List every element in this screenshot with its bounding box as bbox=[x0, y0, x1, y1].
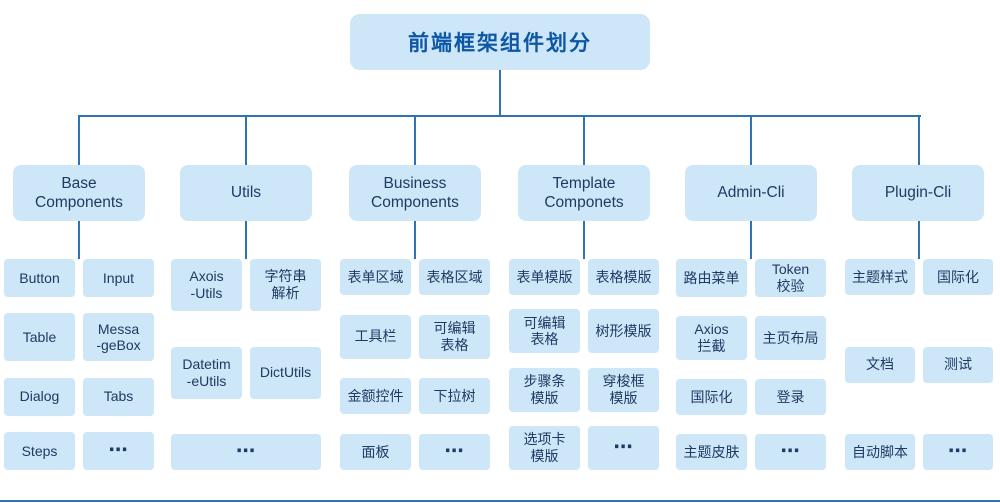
node-cell: Token 校验 bbox=[755, 259, 826, 297]
category-header-business-components: Business Components bbox=[349, 165, 481, 221]
category-header-base-components: Base Components bbox=[13, 165, 145, 221]
node-cell: 穿梭框 模版 bbox=[588, 367, 659, 412]
node-cell: 国际化 bbox=[923, 259, 993, 295]
node-cell: Axois -Utils bbox=[171, 259, 242, 311]
connector-stub-business bbox=[414, 221, 416, 259]
node-cell: 主题皮肤 bbox=[676, 434, 747, 470]
node-cell: Steps bbox=[4, 431, 75, 470]
node-cell: 面板 bbox=[340, 433, 411, 470]
category-header-admin-cli: Admin-Cli bbox=[685, 165, 817, 221]
node-cell: Dialog bbox=[4, 377, 75, 416]
node-cell: 步骤条 模版 bbox=[509, 367, 580, 412]
group-base-components: Button Input Table Messa -geBox Dialog T… bbox=[4, 259, 154, 470]
node-cell: 选项卡 模版 bbox=[509, 425, 580, 470]
node-cell: 登录 bbox=[755, 379, 826, 415]
ellipsis-cell: ⋯ bbox=[588, 425, 659, 470]
category-header-utils: Utils bbox=[180, 165, 312, 221]
connector-drop-template bbox=[583, 115, 585, 166]
node-cell: DictUtils bbox=[250, 346, 321, 399]
node-cell: Table bbox=[4, 313, 75, 362]
root-node-title: 前端框架组件划分 bbox=[350, 14, 650, 70]
category-header-template-componets: Template Componets bbox=[518, 165, 650, 221]
group-template-componets: 表单模版 表格模版 可编辑 表格 树形模版 步骤条 模版 穿梭框 模版 选项卡 … bbox=[509, 259, 659, 470]
node-cell: 路由菜单 bbox=[676, 259, 747, 297]
connector-rail bbox=[79, 115, 921, 117]
connector-stub-template bbox=[583, 221, 585, 259]
node-cell: 文档 bbox=[845, 346, 915, 383]
connector-stub-utils bbox=[245, 221, 247, 259]
connector-drop-admin bbox=[750, 115, 752, 166]
node-cell: 国际化 bbox=[676, 379, 747, 415]
connector-stub-base bbox=[78, 221, 80, 259]
connector-stub-admin bbox=[750, 221, 752, 259]
node-cell: 主题样式 bbox=[845, 259, 915, 295]
group-utils: Axois -Utils 字符串 解析 Datetim -eUtils Dict… bbox=[171, 259, 321, 470]
connector-root-stub bbox=[499, 70, 501, 116]
node-cell: 表单区域 bbox=[340, 259, 411, 295]
ellipsis-cell: ⋯ bbox=[755, 434, 826, 470]
node-cell: Input bbox=[83, 259, 154, 297]
node-cell: Messa -geBox bbox=[83, 313, 154, 362]
node-cell: 表格模版 bbox=[588, 259, 659, 295]
node-cell: 树形模版 bbox=[588, 309, 659, 354]
node-cell: 表格区域 bbox=[419, 259, 490, 295]
node-cell: 工具栏 bbox=[340, 314, 411, 359]
group-admin-cli: 路由菜单 Token 校验 Axios 拦截 主页布局 国际化 登录 主题皮肤 … bbox=[676, 259, 826, 470]
connector-drop-utils bbox=[245, 115, 247, 166]
connector-drop-base bbox=[78, 115, 80, 166]
node-cell: 金额控件 bbox=[340, 378, 411, 415]
group-business-components: 表单区域 表格区域 工具栏 可编辑 表格 金额控件 下拉树 面板 ⋯ bbox=[340, 259, 490, 470]
node-cell: 字符串 解析 bbox=[250, 259, 321, 311]
connector-stub-plugin bbox=[918, 221, 920, 259]
node-cell: 测试 bbox=[923, 346, 993, 383]
node-cell: 自动脚本 bbox=[845, 434, 915, 470]
category-header-plugin-cli: Plugin-Cli bbox=[852, 165, 984, 221]
node-cell: 主页布局 bbox=[755, 316, 826, 360]
bottom-border-line bbox=[0, 500, 1000, 502]
ellipsis-cell: ⋯ bbox=[923, 434, 993, 470]
node-cell: Axios 拦截 bbox=[676, 316, 747, 360]
connector-drop-business bbox=[414, 115, 416, 166]
group-plugin-cli: 主题样式 国际化 文档 测试 自动脚本 ⋯ bbox=[845, 259, 993, 470]
node-cell: Tabs bbox=[83, 377, 154, 416]
node-cell: Button bbox=[4, 259, 75, 297]
connector-drop-plugin bbox=[918, 115, 920, 166]
node-cell: 表单模版 bbox=[509, 259, 580, 295]
node-cell: 可编辑 表格 bbox=[509, 309, 580, 354]
node-cell: 下拉树 bbox=[419, 378, 490, 415]
ellipsis-cell: ⋯ bbox=[171, 434, 321, 470]
ellipsis-cell: ⋯ bbox=[419, 433, 490, 470]
node-cell: 可编辑 表格 bbox=[419, 314, 490, 359]
ellipsis-cell: ⋯ bbox=[83, 431, 154, 470]
node-cell: Datetim -eUtils bbox=[171, 346, 242, 399]
